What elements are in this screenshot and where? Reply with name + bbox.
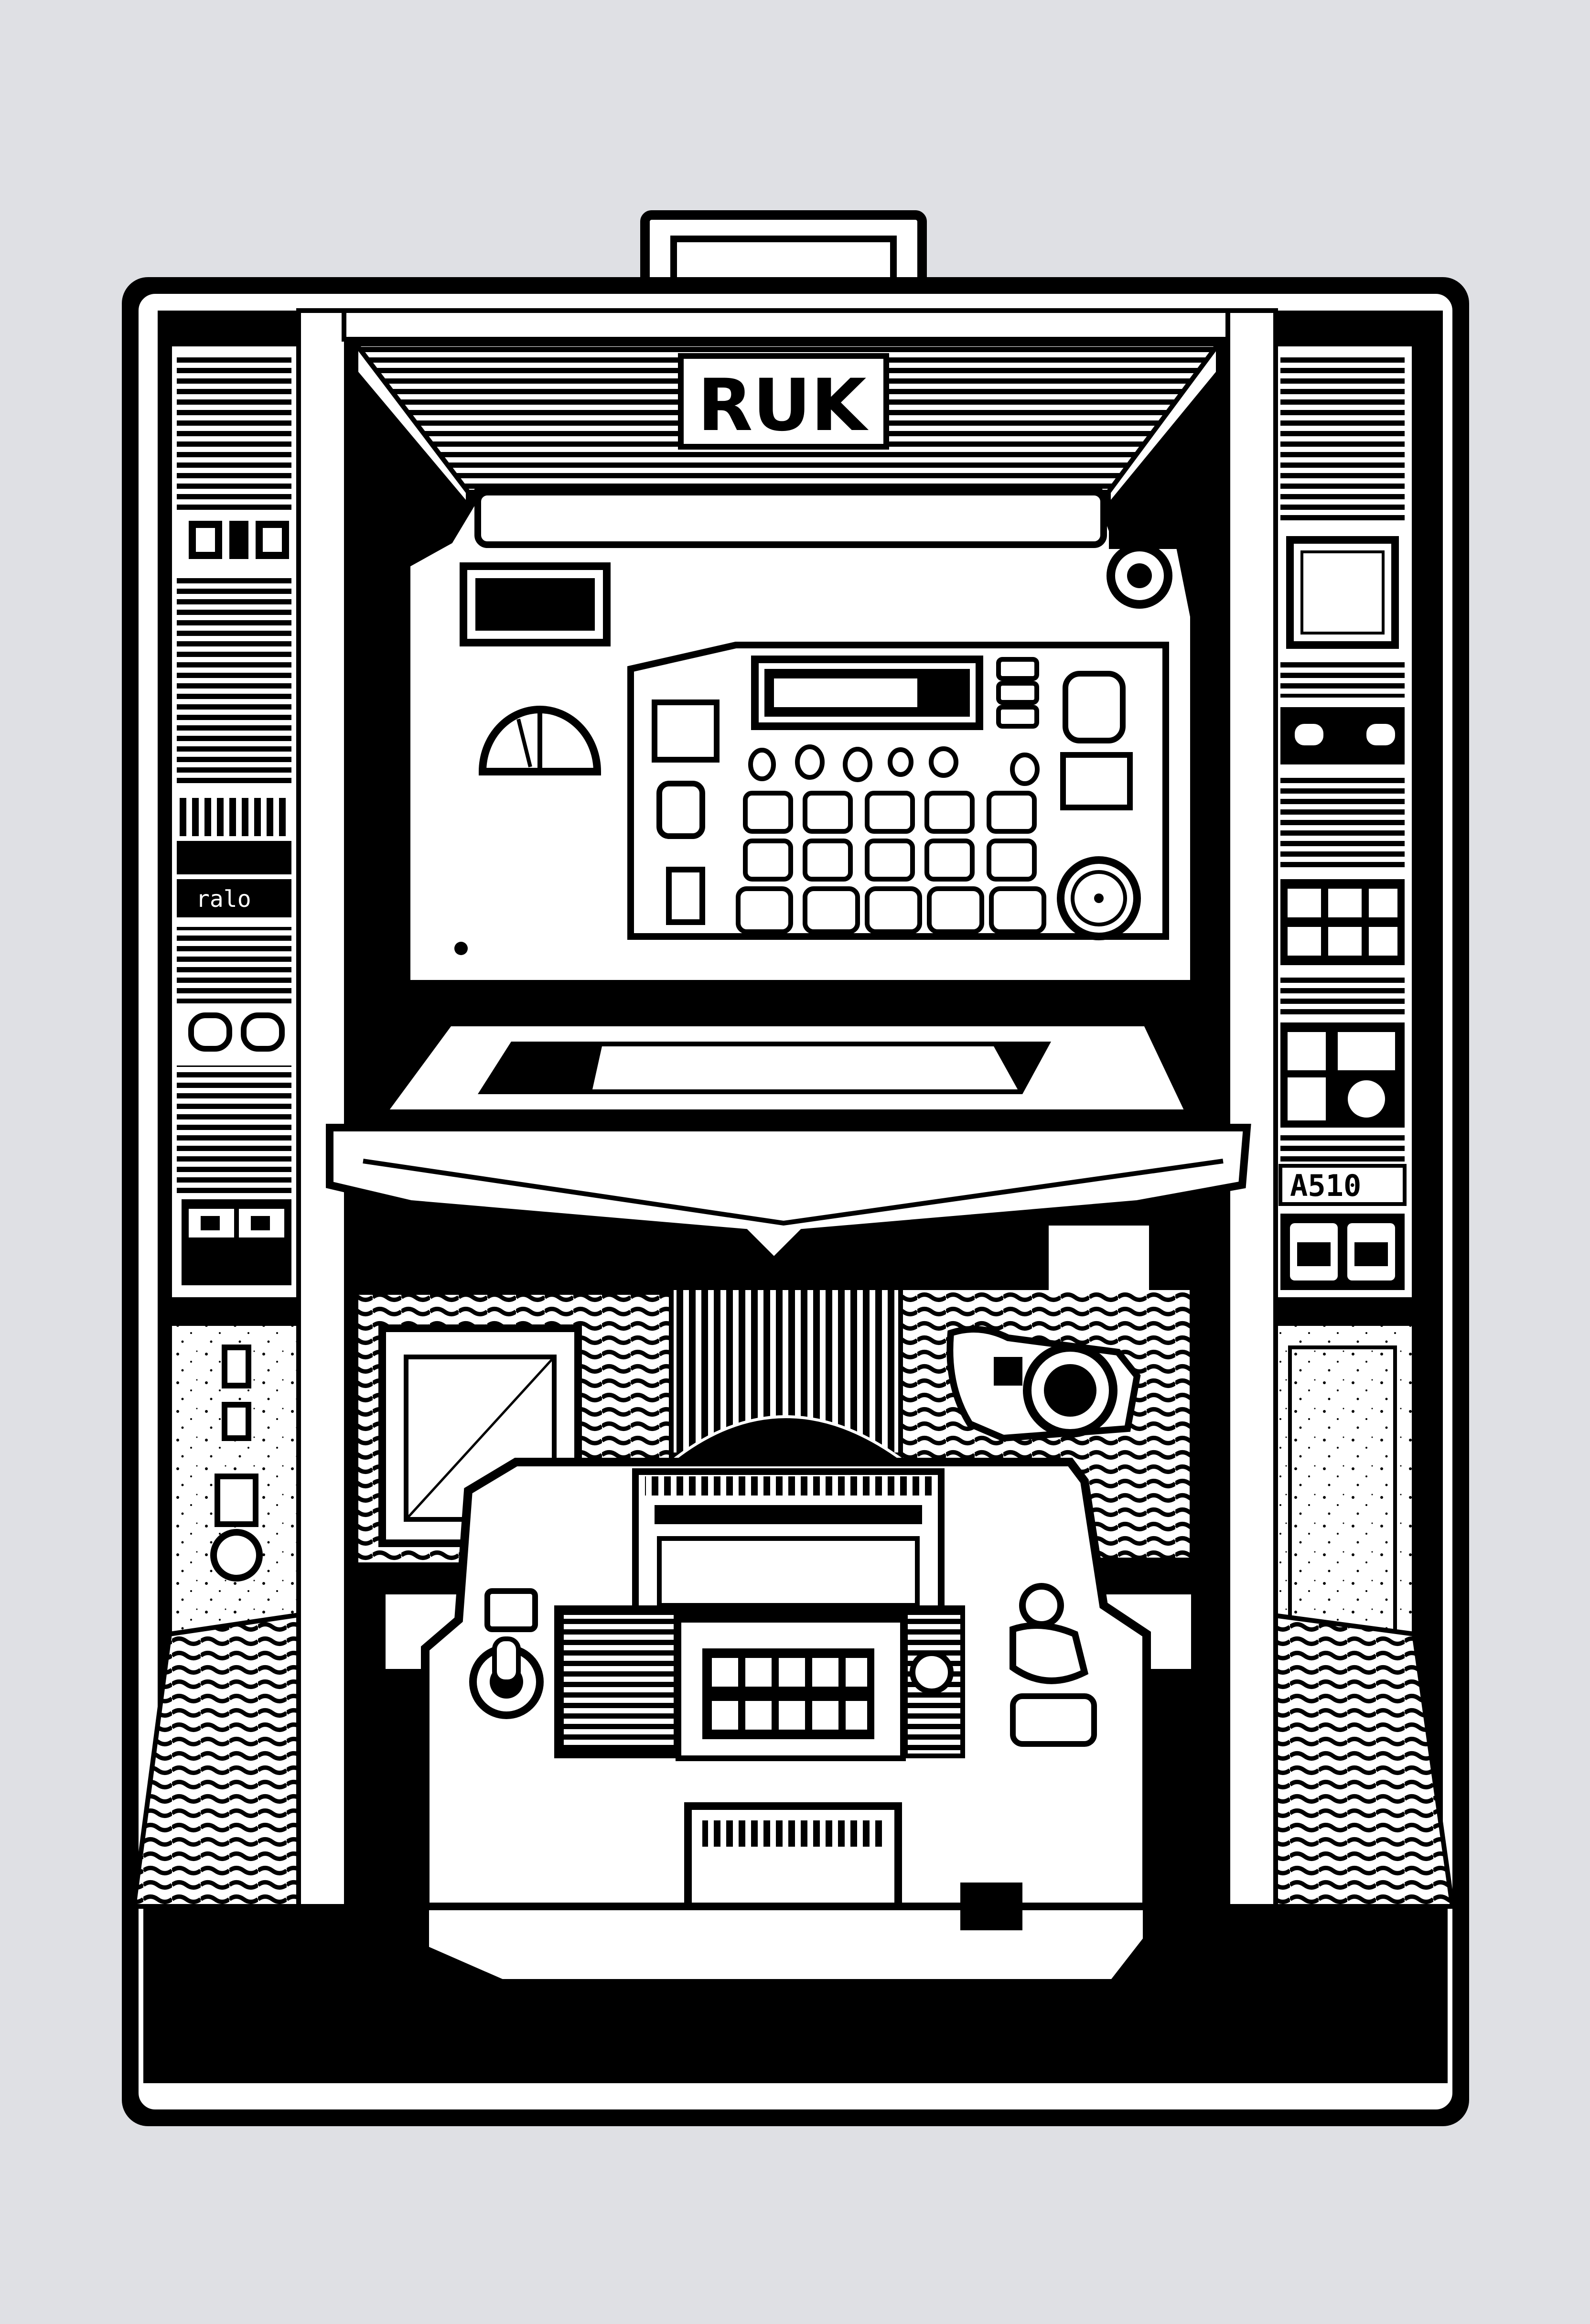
keypad-icon bbox=[736, 791, 1046, 934]
console-top-slot bbox=[632, 1468, 945, 1628]
console-control-panel bbox=[554, 1605, 965, 1761]
right-joystick bbox=[1010, 1583, 1097, 1747]
right-control-column: A510 bbox=[1268, 342, 1455, 1909]
left-round-buttons bbox=[188, 1012, 285, 1052]
side-buttons bbox=[996, 657, 1126, 743]
left-joystick bbox=[469, 1588, 544, 1719]
upper-chamber: RUK bbox=[342, 308, 1230, 513]
display-window bbox=[460, 562, 611, 646]
right-speaker-block bbox=[1280, 1022, 1405, 1128]
brand-sign-text: RUK bbox=[698, 364, 869, 447]
left-pillar bbox=[296, 308, 349, 1909]
left-panel-label: ralo bbox=[196, 886, 251, 913]
phone-handset-icon bbox=[656, 781, 705, 839]
upper-device bbox=[402, 488, 1199, 989]
gauge-dial-icon bbox=[478, 706, 602, 775]
left-switch-block bbox=[182, 1199, 291, 1285]
dial-knob-icon bbox=[1057, 856, 1141, 940]
right-panel-label: A510 bbox=[1290, 1168, 1361, 1203]
right-speaker-icon bbox=[1342, 1075, 1391, 1123]
console-grid-display bbox=[702, 1648, 874, 1739]
camera-unit bbox=[946, 1326, 1141, 1442]
right-pillar bbox=[1225, 308, 1278, 1909]
camera-lens-icon bbox=[1107, 543, 1172, 609]
round-key-row bbox=[748, 744, 1040, 786]
left-indicator-block bbox=[189, 521, 289, 559]
right-switch-grid bbox=[1280, 879, 1405, 965]
brand-sign: RUK bbox=[678, 353, 889, 450]
left-dial-knob-icon bbox=[210, 1529, 263, 1582]
